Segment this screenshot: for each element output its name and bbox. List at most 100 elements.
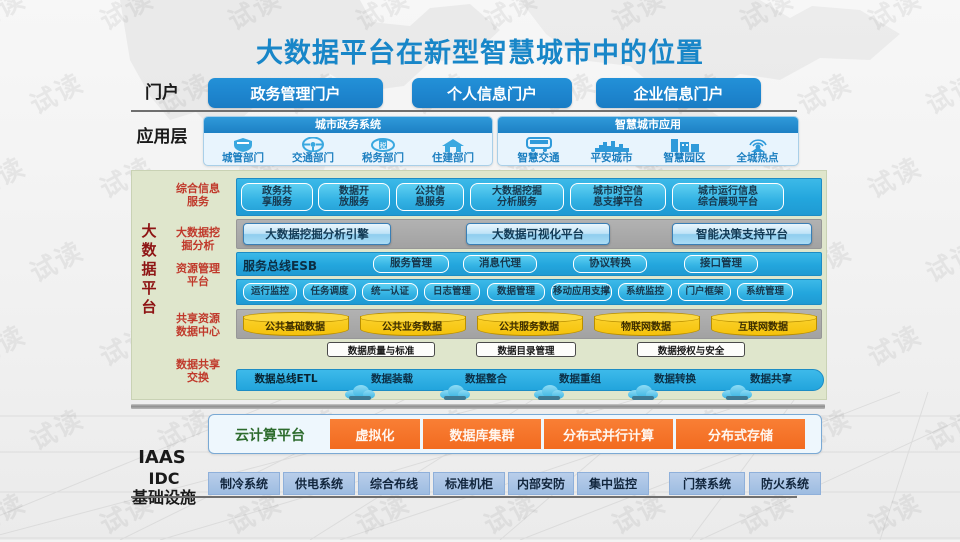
etl-item-4[interactable]: 数据重组 (559, 373, 601, 385)
resource-management-item-9[interactable]: 系统管理 (737, 283, 793, 301)
resource-management-item-5[interactable]: 数据管理 (487, 283, 545, 301)
iaas-item-3[interactable]: 分布式并行计算 (544, 419, 673, 449)
watermark-text: 试读 (921, 404, 960, 458)
application-item-交通部门[interactable]: 交通部门 (279, 137, 347, 164)
skyline-icon (578, 137, 646, 152)
esb-item-4[interactable]: 接口管理 (684, 255, 758, 273)
esb-item-1[interactable]: 服务管理 (373, 255, 449, 273)
watermark-text: 试读 (25, 404, 89, 458)
application-item-智慧交通[interactable]: 智慧交通 (505, 137, 573, 164)
idc-item-6[interactable]: 集中监控 (577, 472, 649, 495)
governance-tag-2[interactable]: 数据目录管理 (476, 342, 576, 357)
application-layer-label: 应用层 (136, 127, 188, 147)
idc-item-4[interactable]: 标准机柜 (433, 472, 505, 495)
house-icon (419, 137, 487, 152)
watermark-text: 试读 (25, 68, 89, 122)
etl-item-2[interactable]: 数据装载 (371, 373, 413, 385)
resource-management-item-3[interactable]: 统一认证 (362, 283, 418, 301)
shared-data-cylinder-5[interactable]: 互联网数据 (711, 312, 817, 336)
esb-item-3[interactable]: 协议转换 (573, 255, 647, 273)
idc-item-2[interactable]: 供电系统 (283, 472, 355, 495)
application-item-城管部门[interactable]: 城管部门 (209, 137, 277, 164)
data-mining-button-3[interactable]: 智能决策支持平台 (672, 223, 812, 245)
cloud-icon-5 (722, 385, 752, 400)
resource-management-item-6[interactable]: 移动应用支撑 (551, 283, 612, 301)
application-group-body: 城管部门交通部门税税务部门住建部门 (204, 133, 492, 165)
iaas-item-4[interactable]: 分布式存储 (676, 419, 805, 449)
platform-service-item-4[interactable]: 大数据挖掘分析服务 (470, 183, 564, 211)
etl-item-3[interactable]: 数据整合 (465, 373, 507, 385)
platform-section-label-1: 综合信息服务 (176, 182, 220, 208)
platform-service-item-1[interactable]: 政务共享服务 (241, 183, 313, 211)
svg-text:税: 税 (380, 141, 387, 150)
shared-data-cylinder-4[interactable]: 物联网数据 (594, 312, 700, 336)
data-mining-button-2[interactable]: 大数据可视化平台 (466, 223, 610, 245)
wifi-tower-icon (724, 137, 792, 152)
iaas-item-2[interactable]: 数据库集群 (423, 419, 541, 449)
application-item-label: 全城热点 (736, 152, 779, 164)
esb-item-2[interactable]: 消息代理 (463, 255, 537, 273)
portal-button-3[interactable]: 企业信息门户 (596, 78, 761, 108)
watermark-text: 试读 (793, 68, 857, 122)
platform-section-label-2: 大数据挖掘分析 (176, 226, 220, 252)
resource-management-item-2[interactable]: 任务调度 (303, 283, 356, 301)
application-item-智慧园区[interactable]: 智慧园区 (651, 137, 719, 164)
watermark-text: 试读 (921, 236, 960, 290)
application-item-平安城市[interactable]: 平安城市 (578, 137, 646, 164)
shared-data-cylinder-label: 公共基础数据 (265, 322, 325, 333)
resource-management-item-1[interactable]: 运行监控 (243, 283, 297, 301)
application-group-header: 城市政务系统 (204, 117, 492, 133)
watermark-text: 试读 (863, 320, 927, 374)
etl-item-5[interactable]: 数据转换 (654, 373, 696, 385)
iaas-item-1[interactable]: 虚拟化 (330, 419, 420, 449)
portal-button-2[interactable]: 个人信息门户 (412, 78, 572, 108)
application-item-label: 税务部门 (362, 152, 404, 164)
etl-item-6[interactable]: 数据共享 (750, 373, 792, 385)
portal-row-label: 门户 (145, 83, 179, 103)
idc-divider (131, 496, 797, 498)
tax-icon: 税 (349, 137, 417, 152)
platform-service-item-2[interactable]: 数据开放服务 (318, 183, 390, 211)
application-item-全城热点[interactable]: 全城热点 (724, 137, 792, 164)
idc-item-1[interactable]: 制冷系统 (208, 472, 280, 495)
portal-divider (131, 110, 797, 112)
shared-data-cylinder-2[interactable]: 公共业务数据 (360, 312, 466, 336)
application-item-label: 智慧园区 (663, 152, 706, 164)
resource-management-item-4[interactable]: 日志管理 (424, 283, 480, 301)
buildings-icon (651, 137, 719, 152)
idc-item-8[interactable]: 防火系统 (749, 472, 821, 495)
application-item-税务部门[interactable]: 税税务部门 (349, 137, 417, 164)
cloud-icon-1 (345, 385, 375, 400)
portal-button-1[interactable]: 政务管理门户 (208, 78, 383, 108)
governance-tag-1[interactable]: 数据质量与标准 (327, 342, 435, 357)
shared-data-cylinder-3[interactable]: 公共服务数据 (477, 312, 583, 336)
application-group-body: 智慧交通 平安城市 智慧园区 全城热点 (498, 133, 798, 165)
bus-icon (505, 137, 573, 152)
etl-item-1[interactable]: 数据总线ETL (254, 373, 318, 385)
platform-service-item-6[interactable]: 城市运行信息综合展现平台 (672, 183, 784, 211)
idc-item-7[interactable]: 门禁系统 (669, 472, 745, 495)
application-item-label: 智慧交通 (517, 152, 560, 164)
application-item-住建部门[interactable]: 住建部门 (419, 137, 487, 164)
esb-title: 服务总线ESB (243, 259, 317, 273)
idc-item-3[interactable]: 综合布线 (358, 472, 430, 495)
platform-service-item-5[interactable]: 城市时空信息支撑平台 (570, 183, 666, 211)
idc-row-label: IDC基础设施 (132, 469, 196, 507)
resource-management-item-7[interactable]: 系统监控 (618, 283, 672, 301)
idc-item-5[interactable]: 内部安防 (508, 472, 574, 495)
platform-base-divider (131, 404, 825, 409)
cloud-icon-3 (534, 385, 564, 400)
shared-data-cylinder-label: 公共业务数据 (382, 322, 442, 333)
application-item-label: 城管部门 (222, 152, 264, 164)
cloud-icon-2 (440, 385, 470, 400)
cloud-icon-4 (628, 385, 658, 400)
shared-data-cylinder-1[interactable]: 公共基础数据 (243, 312, 349, 336)
application-item-label: 平安城市 (590, 152, 633, 164)
watermark-text: 试读 (0, 152, 31, 206)
governance-tag-3[interactable]: 数据授权与安全 (637, 342, 745, 357)
platform-section-label-4: 共享资源数据中心 (176, 312, 220, 338)
application-group-2: 智慧城市应用智慧交通平安城市智慧园区全城热点 (497, 116, 799, 166)
resource-management-item-8[interactable]: 门户框架 (678, 283, 731, 301)
data-mining-button-1[interactable]: 大数据挖掘分析引擎 (243, 223, 391, 245)
platform-service-item-3[interactable]: 公共信息服务 (396, 183, 464, 211)
